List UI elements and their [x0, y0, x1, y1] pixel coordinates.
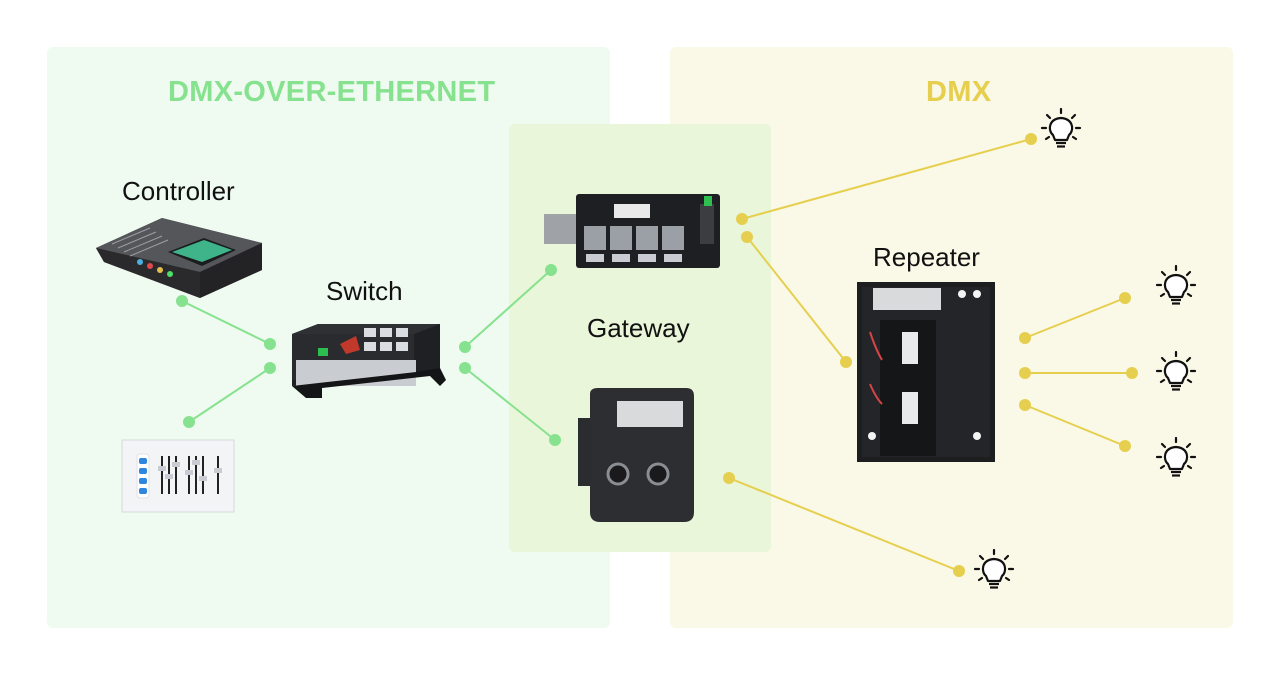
light-bulb-icon: [973, 548, 1015, 589]
light-bulb-icon: [1040, 107, 1082, 148]
link-repeater-fixture-2: [1024, 297, 1126, 339]
lighting-console-icon: [96, 218, 262, 298]
controller-label: Controller: [122, 176, 235, 206]
switch-label: Switch: [326, 276, 403, 306]
light-bulb-icon: [1155, 436, 1197, 477]
link-repeater-fixture-4: [1024, 404, 1126, 447]
ethernet-zone-title: DMX-OVER-ETHERNET: [168, 76, 496, 108]
din-rail-gateway-icon: [544, 194, 720, 268]
link-switch-din-gateway: [464, 269, 552, 348]
dmx-repeater-cabinet-icon: [857, 282, 995, 462]
wall-fader-station-icon: [121, 439, 235, 513]
repeater-label: Repeater: [873, 242, 980, 272]
link-din-to-fixture-1: [741, 138, 1032, 220]
dmx-zone-title: DMX: [926, 76, 992, 108]
link-switch-pathport: [464, 367, 556, 441]
pathport-gateway-icon: [578, 388, 694, 522]
link-pathport-fixture-5: [728, 477, 960, 572]
gateway-label: Gateway: [587, 313, 690, 343]
link-controller-switch: [181, 300, 271, 345]
link-din-to-repeater: [746, 236, 847, 363]
link-wallstation-switch: [188, 367, 271, 423]
network-switch-icon: [292, 324, 446, 398]
light-bulb-icon: [1155, 264, 1197, 305]
light-bulb-icon: [1155, 350, 1197, 391]
